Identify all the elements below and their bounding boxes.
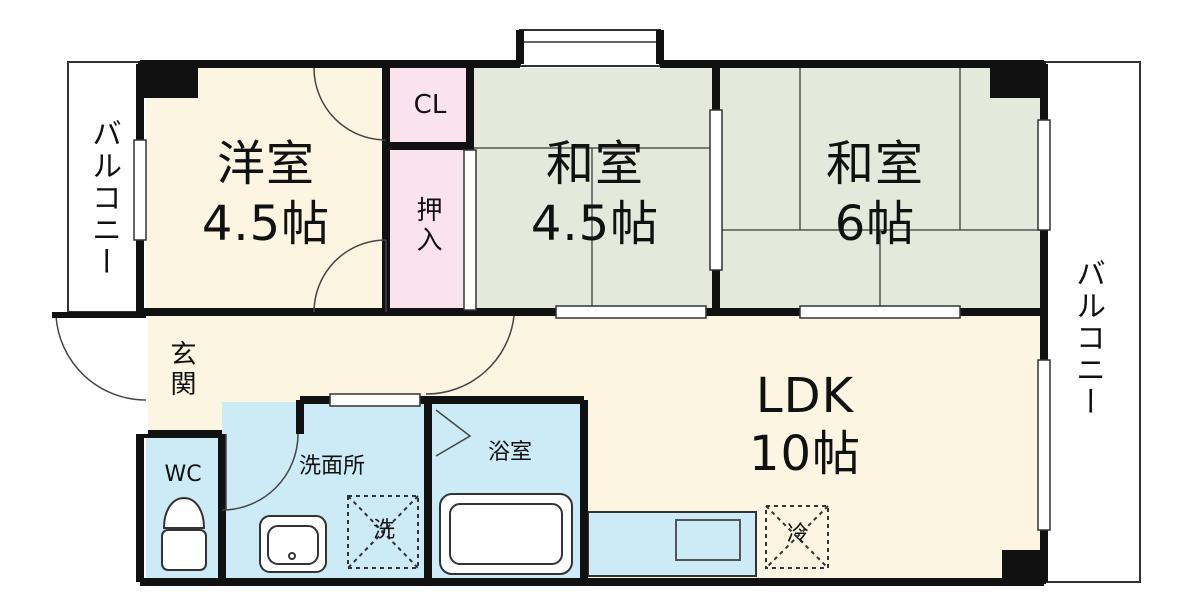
- windows: [133, 109, 1051, 531]
- japanese-room1-size: 4.5帖: [530, 196, 660, 252]
- japanese-room1-name: 和室: [545, 136, 644, 192]
- oshiire-floor: [390, 150, 470, 312]
- japanese-room2-floor: [718, 68, 1040, 312]
- japanese-room1-floor: [470, 68, 716, 312]
- genkan-label: 玄関: [166, 340, 196, 400]
- western-room-name: 洋室: [216, 136, 315, 192]
- ldk-size: 10帖: [748, 426, 862, 482]
- closet-floor: [390, 68, 470, 144]
- fridge-label: 冷: [786, 522, 809, 547]
- top-bay-window: [519, 29, 661, 67]
- kitchen-counter: [587, 511, 757, 577]
- wc-label: WC: [164, 462, 202, 487]
- western-room-size: 4.5帖: [201, 196, 331, 252]
- closet-label: CL: [413, 90, 447, 120]
- bath-label: 浴室: [487, 440, 532, 465]
- left-balcony: [67, 61, 141, 313]
- right-balcony-label: バルコニー: [1070, 258, 1105, 418]
- western-room-floor: [146, 68, 386, 312]
- door-swings: [55, 67, 515, 511]
- right-balcony: [1041, 61, 1141, 583]
- ldk-name: LDK: [755, 368, 855, 424]
- washroom-label: 洗面所: [298, 454, 365, 479]
- japanese-room2-name: 和室: [825, 136, 924, 192]
- fixtures: [161, 493, 829, 575]
- japanese-room2-size: 6帖: [834, 196, 916, 252]
- left-balcony-label: バルコニー: [86, 118, 121, 278]
- oshiire-label: 押入: [412, 196, 442, 256]
- washer-label: 洗: [372, 518, 395, 543]
